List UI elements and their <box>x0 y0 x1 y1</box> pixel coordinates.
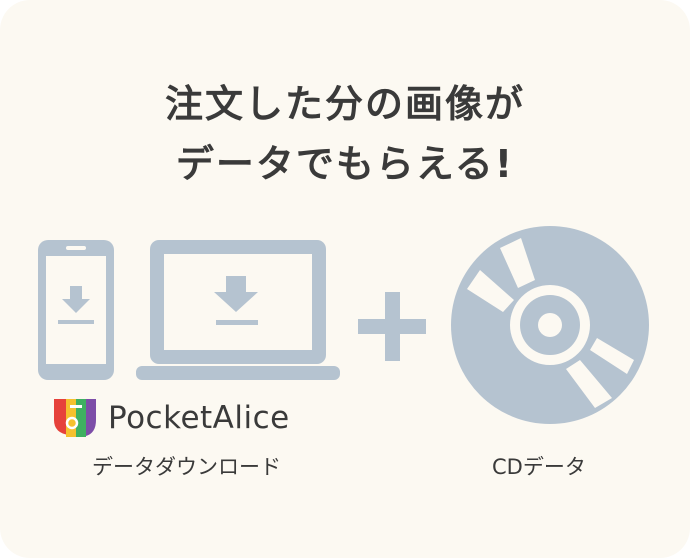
download-caption: データダウンロード <box>92 455 281 479</box>
plus-icon <box>358 292 426 361</box>
title-line-2: データでもらえる! <box>175 142 515 186</box>
laptop-download-icon <box>136 240 340 380</box>
smartphone-download-icon <box>38 240 114 380</box>
page-title: 注文した分の画像が データでもらえる! <box>0 74 690 194</box>
brand-name: PocketAlice <box>108 400 290 436</box>
cd-disc-icon <box>451 226 649 424</box>
title-line-1: 注文した分の画像が <box>164 82 525 126</box>
cd-caption: CDデータ <box>492 455 586 479</box>
pocketalice-logo-icon <box>54 399 96 437</box>
